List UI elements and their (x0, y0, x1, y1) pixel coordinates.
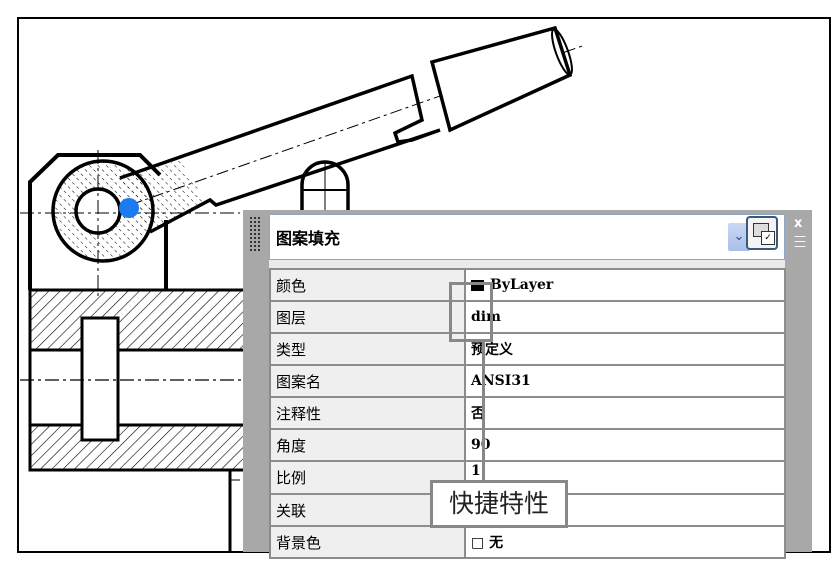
property-row[interactable]: 注释性否 (269, 396, 786, 430)
lever-arm (119, 73, 441, 234)
property-value[interactable]: ANSI31 (464, 364, 786, 398)
property-label: 图案名 (269, 364, 466, 398)
callout-highlight (449, 282, 493, 342)
property-value[interactable]: 90 (464, 428, 786, 462)
property-row[interactable]: 类型预定义 (269, 332, 786, 366)
property-value[interactable]: 预定义 (464, 332, 786, 366)
callout-label: 快捷特性 (430, 480, 568, 528)
selection-grip[interactable] (119, 198, 139, 218)
bracket (28, 153, 162, 290)
property-label: 类型 (269, 332, 466, 366)
object-type-dropdown[interactable]: 图案填充 ⌄ (269, 214, 785, 260)
chevron-down-icon[interactable]: ⌄ (728, 223, 750, 251)
property-label: 注释性 (269, 396, 466, 430)
property-value[interactable]: □ 无 (464, 525, 786, 559)
property-label: 颜色 (269, 268, 466, 302)
property-value[interactable]: ByLayer (464, 268, 786, 302)
callout-leader (482, 342, 485, 482)
color-swatch (471, 279, 484, 291)
shaft-piece (429, 25, 573, 133)
panel-drag-grip-icon[interactable] (249, 216, 261, 252)
options-menu-icon[interactable]: ——— (794, 229, 806, 253)
object-type-label: 图案填充 (276, 229, 341, 248)
property-label: 角度 (269, 428, 466, 462)
property-label: 背景色 (269, 525, 466, 559)
none-color-icon: □ (471, 535, 490, 551)
close-icon[interactable]: x (794, 216, 803, 231)
quick-select-button[interactable]: ✓ (746, 216, 778, 250)
hatched-base (28, 288, 247, 552)
property-row[interactable]: 背景色□ 无 (269, 525, 786, 559)
property-value[interactable]: 否 (464, 396, 786, 430)
property-value[interactable]: dim (464, 300, 786, 334)
property-label: 图层 (269, 300, 466, 334)
